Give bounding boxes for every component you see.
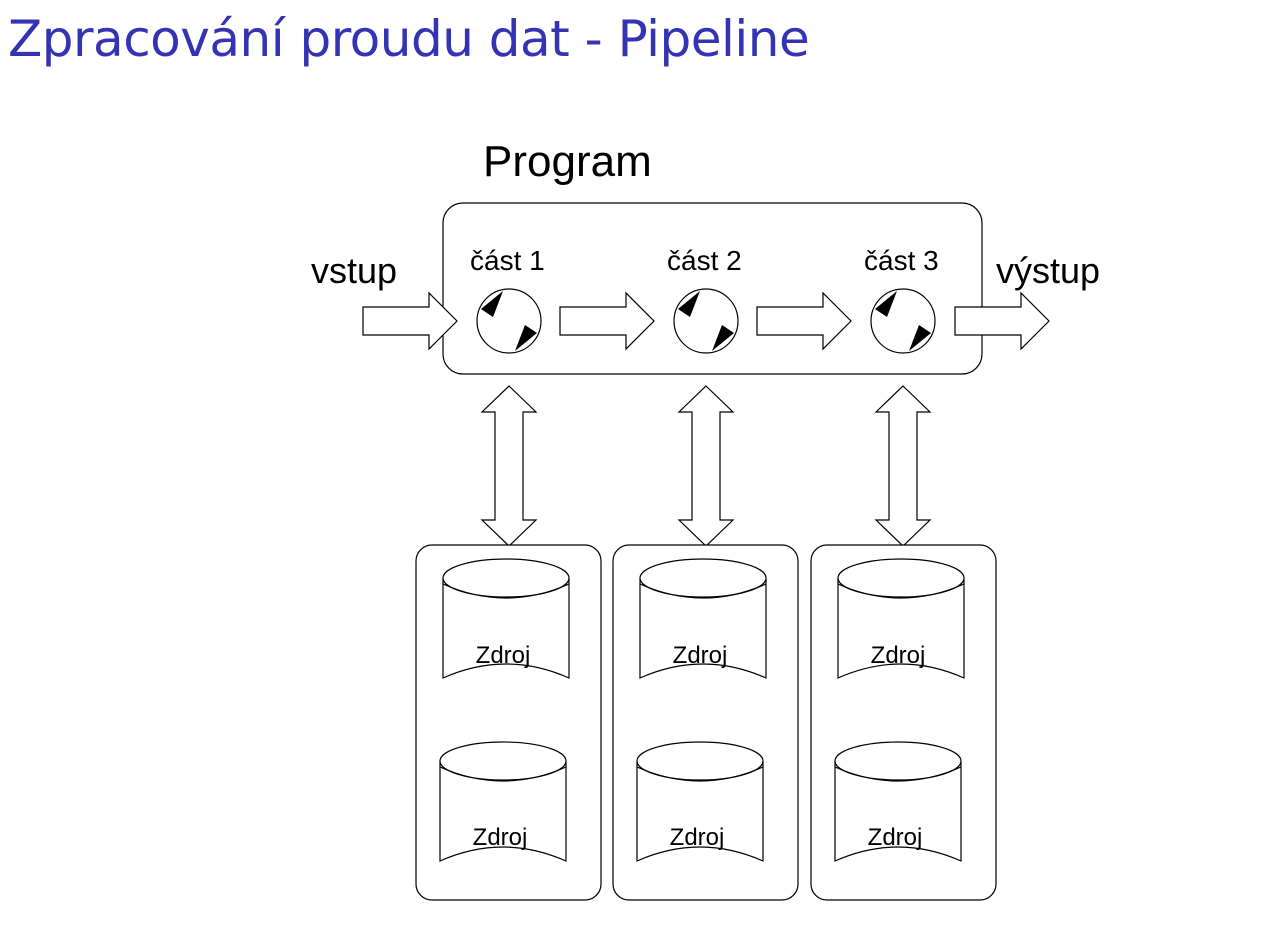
- part-label: část 1: [470, 245, 545, 276]
- resource-group-3: Zdroj Zdroj: [810, 544, 997, 901]
- cycle-icon: [476, 288, 542, 354]
- input-label: vstup: [311, 250, 397, 291]
- resource-label: Zdroj: [473, 824, 528, 851]
- part-label: část 3: [864, 245, 939, 276]
- part-2: část 2: [667, 245, 742, 354]
- resource-label: Zdroj: [673, 642, 728, 669]
- resource-label: Zdroj: [670, 824, 725, 851]
- resource-group-1: Zdroj Zdroj: [415, 544, 602, 901]
- resource-link-arrow-2: [678, 385, 734, 547]
- cycle-icon: [673, 288, 739, 354]
- resource-link-arrow-1: [481, 385, 537, 547]
- part-3: část 3: [864, 245, 939, 354]
- resource-label: Zdroj: [476, 642, 531, 669]
- resource-link-arrow-3: [875, 385, 931, 547]
- resource-label: Zdroj: [871, 642, 926, 669]
- program-label: Program: [483, 137, 652, 186]
- cycle-icon: [870, 288, 936, 354]
- part-1: část 1: [470, 245, 545, 354]
- resource-label: Zdroj: [868, 824, 923, 851]
- resource-group-2: Zdroj Zdroj: [612, 544, 799, 901]
- part-label: část 2: [667, 245, 742, 276]
- output-label: výstup: [996, 250, 1100, 291]
- page-title: Zpracování proudu dat - Pipeline: [8, 10, 810, 68]
